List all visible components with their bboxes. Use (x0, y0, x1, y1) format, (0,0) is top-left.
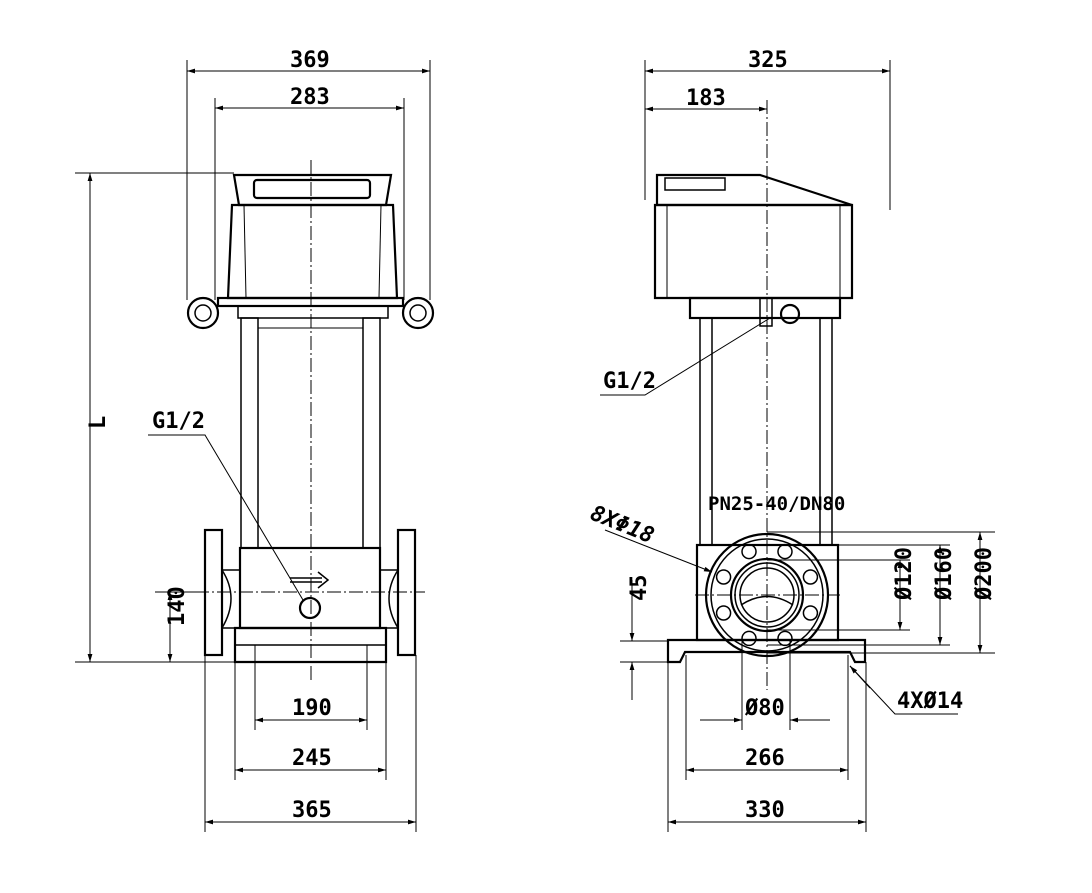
dim-d200: Ø200 (972, 547, 997, 601)
label-g12-side: G1/2 (603, 369, 656, 394)
dim-140: 140 (165, 586, 190, 626)
display-window (252, 178, 372, 200)
dim-365: 365 (292, 798, 332, 823)
drain-plug (298, 596, 322, 620)
lifting-ring-right (401, 296, 435, 330)
tie-rod-right (362, 317, 381, 549)
motor-body-side (653, 203, 854, 300)
pump-housing (238, 546, 382, 630)
label-g12-front: G1/2 (152, 409, 205, 434)
flow-arrow-icon (290, 571, 330, 589)
bolt-hole (802, 569, 819, 585)
dim-L: L (86, 416, 111, 429)
bolt-hole (741, 543, 757, 560)
bolt-hole (715, 605, 732, 621)
dim-183: 183 (686, 86, 726, 111)
label-flange-rating: PN25-40/DN80 (708, 493, 845, 515)
dim-d120: Ø120 (892, 547, 917, 601)
motor-body (226, 203, 399, 300)
lifting-ring-left (186, 296, 220, 330)
dim-369: 369 (290, 48, 330, 73)
dim-266: 266 (745, 746, 785, 771)
dim-d80: Ø80 (744, 696, 785, 721)
tie-rod-left (240, 317, 259, 549)
drain-plug-side (779, 303, 801, 325)
dim-190: 190 (292, 696, 332, 721)
bolt-hole (715, 569, 732, 585)
bolt-hole (802, 605, 819, 621)
dim-283: 283 (290, 85, 330, 110)
label-base-holes: 4XØ14 (897, 689, 963, 714)
bolt-hole (777, 543, 793, 560)
dim-245: 245 (292, 746, 332, 771)
base-side (666, 638, 867, 664)
dim-325: 325 (748, 48, 788, 73)
bolt-hole (741, 630, 757, 647)
dim-45: 45 (627, 575, 652, 602)
dim-330: 330 (745, 798, 785, 823)
side-view: 325 183 G1/2 PN25-40/DN80 8XΦ18 Ø120 Ø16… (587, 48, 997, 832)
dim-d160: Ø160 (932, 547, 957, 601)
flange-bolt-holes (715, 543, 819, 647)
label-flange-holes: 8XΦ18 (587, 501, 658, 549)
front-view: 369 283 L 140 190 245 365 G1/2 (75, 48, 435, 832)
